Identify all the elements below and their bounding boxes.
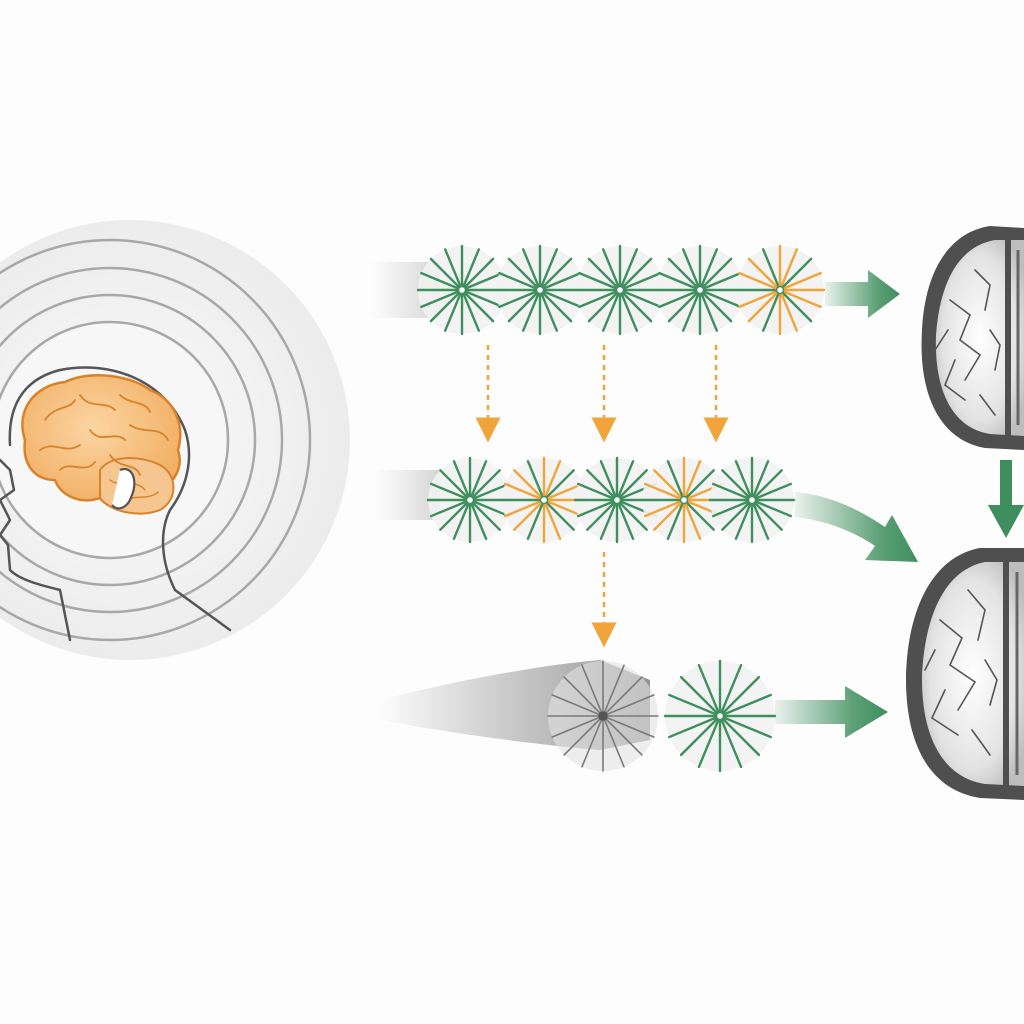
arrow-icon-row3	[775, 686, 888, 738]
neuron-burst-icon	[710, 458, 794, 542]
neuron-burst-icon	[428, 458, 512, 542]
neuron-burst-icon	[576, 246, 664, 334]
neuron-burst-icon	[496, 246, 584, 334]
neuron-burst-icon	[665, 661, 775, 771]
arrow-icon-row1	[825, 270, 900, 318]
neuron-burst-icon	[736, 246, 824, 334]
neuron-burst-icon	[502, 458, 586, 542]
neuron-burst-icon	[656, 246, 744, 334]
brain-top-view-icon-2	[906, 548, 1024, 800]
arrow-icon-row2	[795, 492, 918, 562]
neuron-burst-icon	[418, 246, 506, 334]
neuron-burst-icon	[548, 661, 658, 771]
brain-top-view-icon-1	[922, 226, 1024, 450]
head-illustration	[0, 220, 350, 660]
arrow-icon-down	[988, 460, 1024, 538]
